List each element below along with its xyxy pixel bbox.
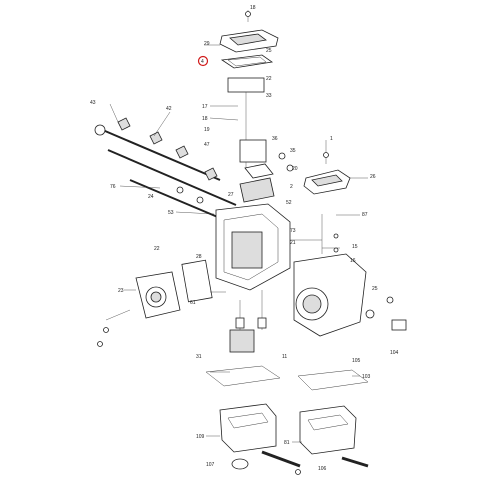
- label-76: 76: [110, 184, 116, 190]
- highlight-label: 4: [201, 59, 204, 65]
- label-35: 35: [290, 148, 296, 154]
- label-103: 103: [362, 374, 371, 380]
- hardware: [97, 233, 407, 347]
- label-2: 2: [290, 184, 293, 190]
- label-81: 81: [284, 440, 290, 446]
- label-22b: 22: [154, 246, 160, 252]
- label-28: 28: [196, 254, 202, 260]
- label-11: 11: [282, 354, 287, 360]
- label-31: 31: [196, 354, 202, 360]
- label-17: 17: [202, 104, 208, 110]
- label-52: 52: [286, 200, 292, 206]
- label-42: 42: [166, 106, 172, 112]
- label-16: 16: [350, 258, 356, 264]
- label-87: 87: [362, 212, 368, 218]
- label-43: 43: [90, 100, 96, 106]
- label-19: 19: [204, 127, 210, 133]
- label-22: 22: [266, 76, 272, 82]
- secondary-body: [293, 214, 367, 337]
- label-29: 29: [204, 41, 210, 47]
- label-53: 53: [168, 210, 174, 216]
- label-15: 15: [352, 244, 358, 250]
- label-107: 107: [206, 462, 215, 468]
- label-73: 73: [290, 228, 296, 234]
- label-104: 104: [390, 350, 399, 356]
- intake-assembly: [103, 259, 213, 333]
- float-bowls: [219, 403, 357, 470]
- label-26: 26: [370, 174, 376, 180]
- bottom-shafts: [261, 450, 369, 475]
- part-labels: 18 29 25 22 33 17 18 19 36 35 20 43 42 4…: [90, 5, 399, 472]
- highlighted-part-marker[interactable]: 4: [197, 55, 209, 67]
- label-33: 33: [266, 93, 272, 99]
- jet-stack: [229, 290, 267, 353]
- label-23: 23: [118, 288, 124, 294]
- label-18b: 18: [202, 116, 208, 122]
- throttle-shaft-assembly: [94, 117, 237, 219]
- label-24: 24: [148, 194, 154, 200]
- label-25: 25: [266, 48, 272, 54]
- label-21: 21: [290, 240, 296, 246]
- label-1: 1: [330, 136, 333, 142]
- main-body: [215, 203, 322, 291]
- label-20: 20: [292, 166, 298, 172]
- label-105: 105: [352, 358, 361, 364]
- label-18: 18: [250, 5, 256, 11]
- leader-lines: [109, 44, 368, 443]
- top-cover-assembly: [219, 10, 279, 170]
- slide-assembly: [239, 139, 294, 203]
- right-cover: [303, 140, 351, 195]
- label-47: 47: [204, 142, 210, 148]
- label-25b: 25: [372, 286, 378, 292]
- label-109: 109: [196, 434, 205, 440]
- label-27: 27: [228, 192, 234, 198]
- label-106: 106: [318, 466, 327, 472]
- float-gaskets: [205, 365, 369, 391]
- label-61: 61: [190, 300, 196, 306]
- label-36: 36: [272, 136, 278, 142]
